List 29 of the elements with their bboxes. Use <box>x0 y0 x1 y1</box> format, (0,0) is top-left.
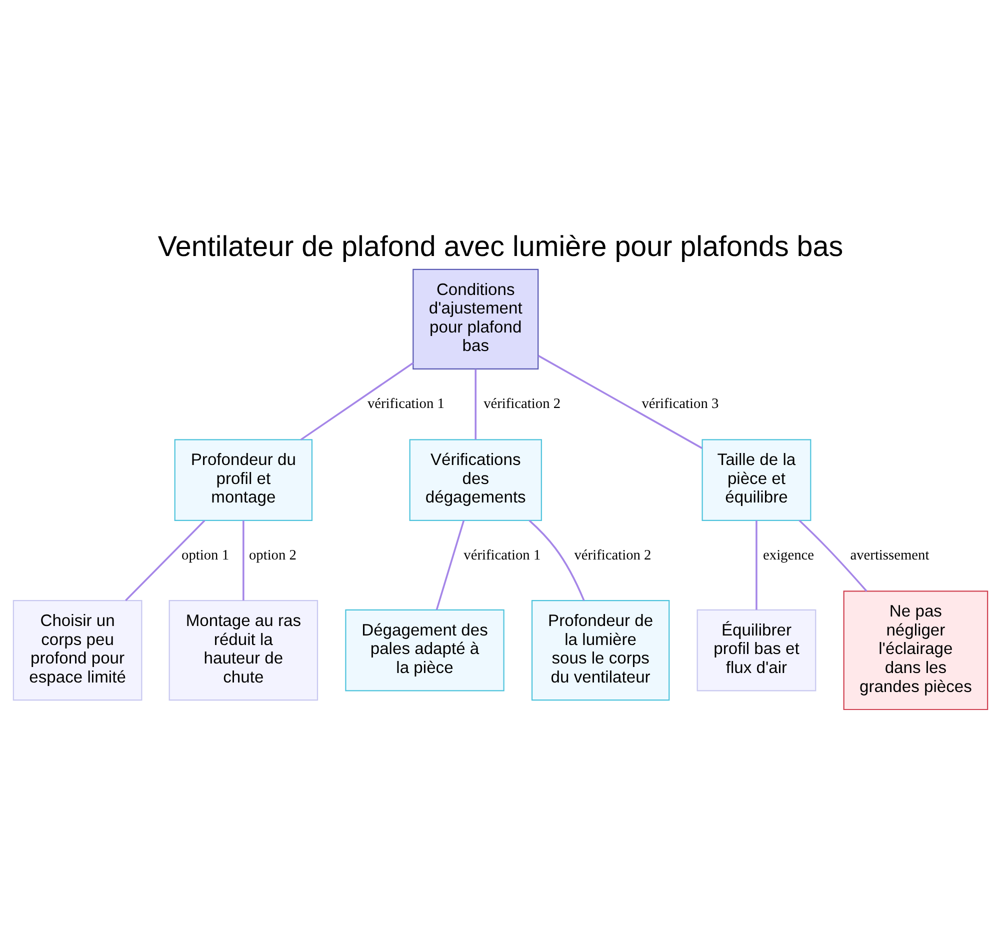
connector <box>124 519 205 601</box>
edge-label: option 1 <box>181 547 229 564</box>
edge-label: vérification 2 <box>574 547 651 564</box>
node-box: Conditions d'ajustement pour plafond bas <box>412 268 538 369</box>
edge-label: vérification 3 <box>641 396 718 412</box>
node-box: Vérifications des dégagements <box>408 438 542 520</box>
edge-label: option 2 <box>248 547 296 564</box>
node-box: Équilibrer profil bas et flux d'air <box>696 608 816 691</box>
edge-label: vérification 2 <box>483 396 560 412</box>
edge-label: avertissement <box>850 547 929 564</box>
edge-label: vérification 1 <box>366 396 444 412</box>
node-box: Profondeur du profil et montage <box>174 438 312 520</box>
connector <box>435 520 464 610</box>
diagram-title: Ventilateur de plafond avec lumière pour plafonds bas <box>157 230 843 262</box>
node-box: Choisir un corps peu profond pour espace limité <box>12 600 142 700</box>
connector <box>798 519 867 592</box>
node-box: Taille de la pièce et équilibre <box>701 438 811 520</box>
edge-label: vérification 1 <box>463 547 540 564</box>
connector <box>474 368 476 439</box>
node-box: Profondeur de la lumière sous le corps du ventilateur <box>530 600 670 700</box>
connector <box>755 520 757 610</box>
node-box: Montage au ras réduit la hauteur de chute <box>168 600 318 700</box>
connector <box>528 519 584 600</box>
connector <box>537 354 702 448</box>
node-box: Dégagement des pales adapté à la pièce <box>344 608 504 691</box>
edge-label: exigence <box>762 547 814 564</box>
connector <box>300 362 414 440</box>
connector <box>242 520 244 600</box>
node-box: Ne pas négliger l'éclairage dans les grandes pièces <box>842 590 988 710</box>
